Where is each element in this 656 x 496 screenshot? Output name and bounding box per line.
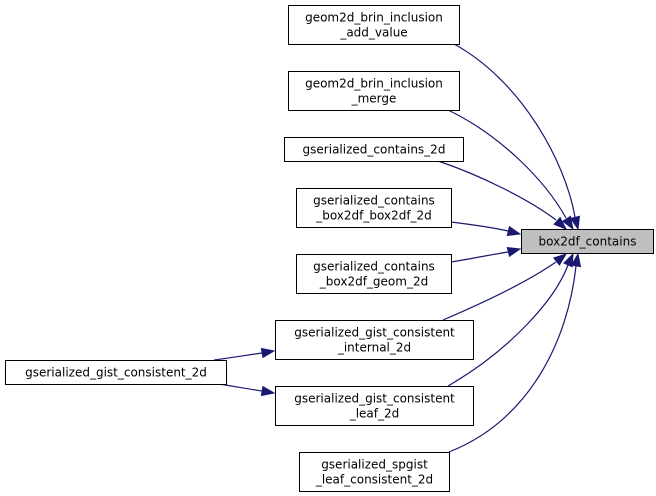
node-label: gserialized_contains_2d [303, 143, 446, 157]
node-label: _add_value [339, 26, 407, 40]
nodes-layer: box2df_containsgeom2d_brin_inclusion_add… [5, 5, 654, 492]
arrowhead-icon [570, 252, 582, 268]
node-box [288, 5, 460, 45]
node-label: _leaf_2d [349, 407, 400, 421]
node-box [296, 254, 452, 294]
edge-gserialized_gist_consistent_2d-to-gserialized_gist_consistent_internal_2d [213, 347, 276, 361]
edge-gserialized_gist_consistent_2d-to-gserialized_gist_consistent_leaf_2d [218, 383, 276, 397]
node-label: gserialized_gist_consistent [294, 392, 455, 406]
node-box [275, 320, 474, 360]
arrowhead-icon [561, 215, 574, 231]
node-label: _box2df_geom_2d [319, 275, 428, 289]
node-gserialized_contains_box2df_geom_2d[interactable]: gserialized_contains_box2df_geom_2d [296, 254, 452, 294]
node-label: gserialized_contains [313, 194, 435, 208]
edge-line [450, 251, 509, 263]
node-gserialized_gist_consistent_2d[interactable]: gserialized_gist_consistent_2d [5, 360, 227, 385]
edge-gserialized_contains_2d-to-box2df_contains [437, 160, 568, 230]
arrowhead-icon [506, 246, 522, 258]
node-box [288, 71, 460, 111]
node-label: _leaf_consistent_2d [315, 473, 433, 487]
edge-line [213, 352, 263, 361]
edge-gserialized_gist_consistent_leaf_2d-to-box2df_contains [447, 252, 574, 387]
node-box [5, 360, 227, 385]
node-label: box2df_contains [539, 235, 637, 249]
node-gserialized_contains_2d[interactable]: gserialized_contains_2d [284, 137, 464, 162]
node-label: geom2d_brin_inclusion [305, 77, 443, 91]
node-label: gserialized_spgist [321, 458, 428, 472]
node-label: geom2d_brin_inclusion [305, 11, 443, 25]
node-label: _merge [351, 92, 397, 106]
node-label: _internal_2d [337, 341, 411, 355]
node-gserialized_gist_consistent_leaf_2d[interactable]: gserialized_gist_consistent_leaf_2d [275, 386, 474, 426]
node-label: gserialized_gist_consistent [294, 326, 455, 340]
edge-geom2d_brin_inclusion_add_value-to-box2df_contains [453, 43, 581, 231]
edge-line [442, 261, 557, 321]
arrowhead-icon [260, 347, 276, 359]
node-label: gserialized_gist_consistent_2d [25, 366, 207, 380]
node-gserialized_gist_consistent_internal_2d[interactable]: gserialized_gist_consistent_internal_2d [275, 320, 474, 360]
edge-geom2d_brin_inclusion_merge-to-box2df_contains [447, 109, 574, 231]
arrowhead-icon [552, 253, 568, 266]
arrowhead-icon [553, 216, 568, 230]
edge-gserialized_spgist_leaf_consistent_2d-to-box2df_contains [448, 252, 582, 453]
edge-gserialized_contains_box2df_box2df_2d-to-box2df_contains [450, 221, 522, 237]
edge-line [437, 160, 557, 221]
edge-line [448, 265, 577, 453]
edge-line [218, 383, 263, 392]
arrowhead-icon [569, 215, 581, 231]
node-box2df_contains: box2df_contains [521, 229, 654, 254]
edges-layer [213, 43, 582, 453]
node-box [284, 137, 464, 162]
node-box [299, 452, 450, 492]
node-geom2d_brin_inclusion_merge[interactable]: geom2d_brin_inclusion_merge [288, 71, 460, 111]
node-geom2d_brin_inclusion_add_value[interactable]: geom2d_brin_inclusion_add_value [288, 5, 460, 45]
edge-gserialized_gist_consistent_internal_2d-to-box2df_contains [442, 253, 568, 321]
node-label: gserialized_contains [313, 260, 435, 274]
node-box [275, 386, 474, 426]
arrowhead-icon [563, 252, 574, 268]
node-box [521, 229, 654, 254]
edge-line [450, 221, 509, 232]
edge-gserialized_contains_box2df_geom_2d-to-box2df_contains [450, 246, 522, 263]
node-gserialized_contains_box2df_box2df_2d[interactable]: gserialized_contains_box2df_box2df_2d [296, 188, 452, 228]
edge-line [447, 264, 569, 387]
node-gserialized_spgist_leaf_consistent_2d[interactable]: gserialized_spgist_leaf_consistent_2d [299, 452, 450, 492]
node-label: _box2df_box2df_2d [315, 209, 432, 223]
arrowhead-icon [260, 385, 276, 397]
edge-line [447, 109, 567, 219]
node-box [296, 188, 452, 228]
edge-line [453, 43, 576, 218]
arrowhead-icon [506, 225, 522, 237]
